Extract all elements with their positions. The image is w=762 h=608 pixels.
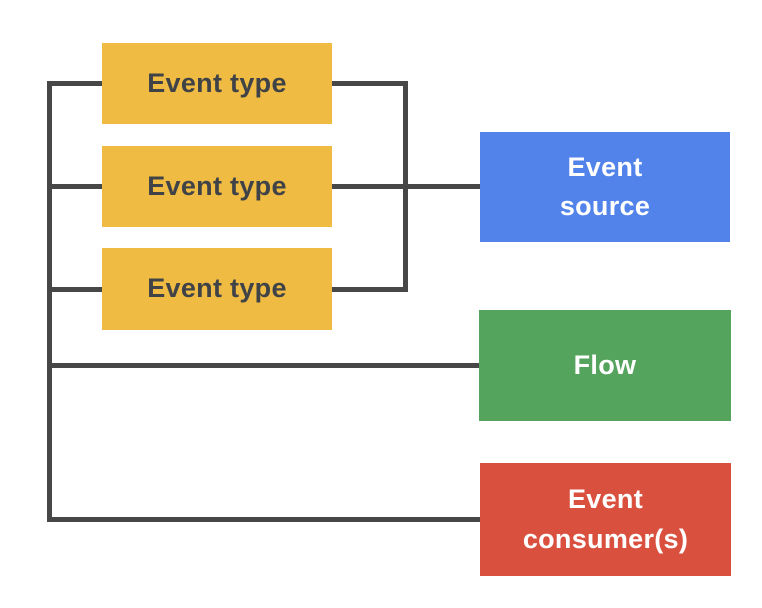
- node-event-consumers-label: Event consumer(s): [522, 484, 689, 554]
- node-event-type-3-label: Event type: [147, 273, 287, 304]
- connector-event-type-1-right: [332, 81, 408, 86]
- node-event-type-3: Event type: [102, 248, 332, 330]
- node-flow: Flow: [479, 310, 731, 421]
- node-event-consumers: Event consumer(s): [480, 463, 731, 576]
- node-event-type-2: Event type: [102, 146, 332, 227]
- connector-left-bus: [47, 81, 52, 522]
- node-event-type-1: Event type: [102, 43, 332, 124]
- node-event-source: Event source: [480, 132, 730, 242]
- connector-to-event-consumers: [47, 517, 480, 522]
- connector-to-flow: [47, 363, 480, 368]
- connector-event-type-3-right: [332, 287, 408, 292]
- connector-event-type-2-left: [47, 184, 102, 189]
- node-event-type-1-label: Event type: [147, 67, 287, 98]
- connector-event-type-3-left: [47, 287, 102, 292]
- connector-event-type-1-left: [47, 81, 102, 86]
- node-event-source-label: Event source: [559, 151, 651, 221]
- connector-to-event-source: [332, 184, 480, 189]
- node-flow-label: Flow: [573, 349, 637, 380]
- node-event-type-2-label: Event type: [147, 170, 287, 201]
